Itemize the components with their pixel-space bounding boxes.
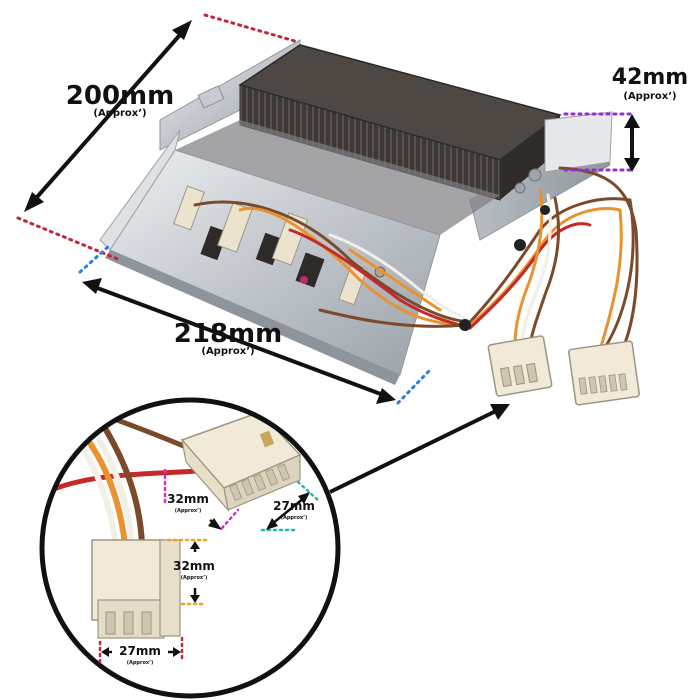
plug-large-width-note: (Approx’): [281, 515, 308, 521]
double-arrow-icon: [329, 404, 510, 494]
double-arrow-icon: [208, 518, 222, 530]
length-dimension-label: 218mm: [174, 319, 282, 349]
plug-small-height-note: (Approx’): [181, 575, 208, 581]
plug-small-width-note: (Approx’): [127, 660, 154, 666]
double-arrow-icon: [82, 278, 396, 404]
plug-large-width-label: 27mm: [273, 499, 315, 513]
plug-small-height-label: 32mm: [173, 559, 215, 573]
height-dimension-note: (Approx’): [623, 91, 676, 102]
double-arrow-icon: [24, 20, 192, 212]
double-arrow-icon: [624, 114, 640, 172]
plug-small-width-label: 27mm: [119, 644, 161, 658]
width-dimension-label: 200mm: [66, 81, 174, 111]
length-dimension-note: (Approx’): [201, 346, 254, 357]
width-dimension-note: (Approx’): [93, 108, 146, 119]
height-dimension-label: 42mm: [612, 65, 688, 90]
double-arrow-icon: [266, 492, 310, 530]
plug-large-height-label: 32mm: [167, 492, 209, 506]
plug-large-height-note: (Approx’): [175, 508, 202, 514]
double-arrow-icon: [190, 541, 200, 603]
heating-element-image: [99, 39, 640, 406]
connector-plug-image: [39, 397, 341, 699]
double-arrow-icon: [101, 647, 181, 657]
